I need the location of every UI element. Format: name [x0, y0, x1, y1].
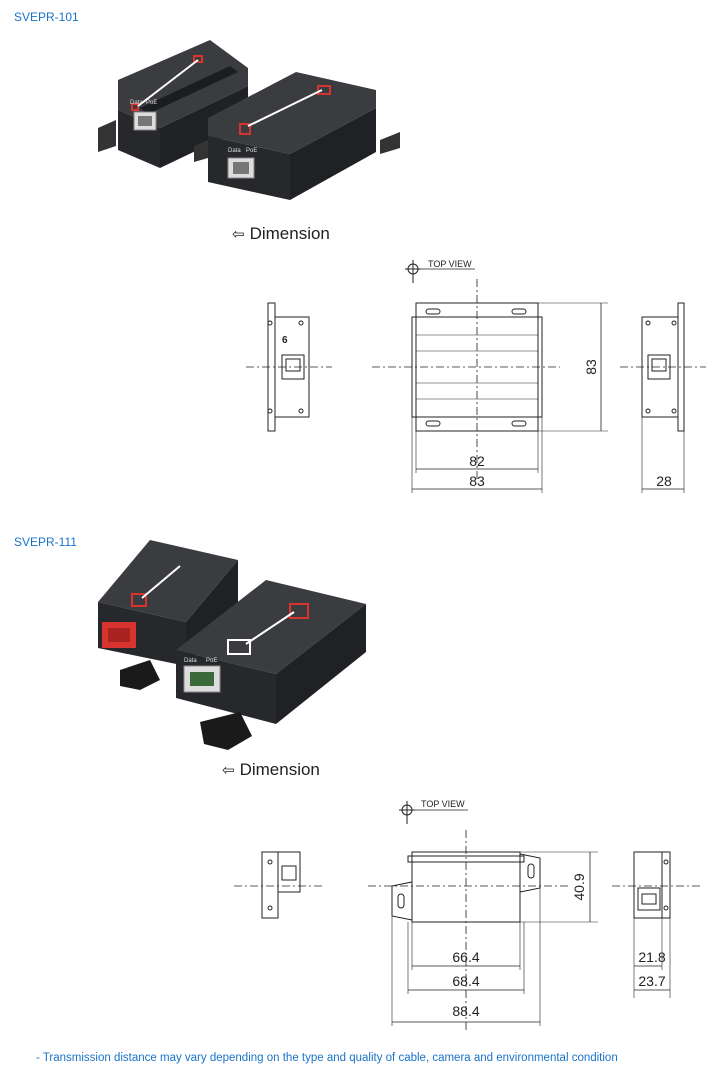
svg-text:6: 6: [282, 335, 288, 346]
dim-inner-width: 82: [469, 453, 485, 469]
dimension-label-svepr-101: ⇦Dimension: [232, 224, 330, 243]
top-view-marker-icon: [399, 801, 468, 824]
top-view-label: TOP VIEW: [428, 259, 472, 269]
dimension-label-svepr-111: ⇦Dimension: [222, 760, 320, 779]
dim-height: 40.9: [571, 873, 587, 900]
svg-text:Data: Data: [130, 100, 143, 106]
product-photo-svepr-111: Data PoE: [98, 540, 366, 750]
top-view-marker-icon: [405, 260, 475, 283]
dim-width-2: 68.4: [452, 973, 479, 989]
side-view-left: [234, 851, 322, 919]
svg-text:PoE: PoE: [246, 148, 257, 154]
side-view-right: [620, 302, 706, 493]
svg-text:Data: Data: [184, 658, 197, 664]
dim-depth-2: 23.7: [638, 973, 665, 989]
device-front-unit: Data PoE: [194, 72, 400, 200]
top-view-label: TOP VIEW: [421, 799, 465, 809]
top-view-center: [368, 830, 598, 1030]
dimension-drawing-svepr-101: TOP VIEW 6 83: [246, 259, 706, 493]
side-view-left: 6: [246, 302, 332, 432]
model-name-svepr-101: SVEPR-101: [14, 10, 79, 24]
product-photo-svepr-101: Data PoE Data PoE: [98, 40, 400, 200]
svg-text:Data: Data: [228, 148, 241, 154]
device-back-unit: Data PoE: [98, 40, 248, 168]
dim-depth: 28: [656, 473, 672, 489]
svg-text:PoE: PoE: [206, 658, 217, 664]
model-name-svepr-111: SVEPR-111: [14, 535, 77, 549]
left-arrow-icon: ⇦: [222, 762, 235, 779]
dim-width-3: 88.4: [452, 1003, 479, 1019]
device-front-unit: Data PoE: [176, 580, 366, 750]
device-back-unit: [98, 540, 238, 690]
dim-outer-width: 83: [469, 473, 485, 489]
dim-width-1: 66.4: [452, 949, 479, 965]
top-view-center: [372, 279, 608, 493]
footnote: - Transmission distance may vary dependi…: [36, 1052, 618, 1064]
svg-text:PoE: PoE: [146, 100, 157, 106]
side-view-right: [612, 851, 700, 998]
left-arrow-icon: ⇦: [232, 226, 245, 243]
dim-height: 83: [583, 359, 599, 375]
dimension-drawing-svepr-111: TOP VIEW 40.9 66.4 68.4 88.4: [234, 799, 700, 1030]
dim-depth-1: 21.8: [638, 949, 665, 965]
